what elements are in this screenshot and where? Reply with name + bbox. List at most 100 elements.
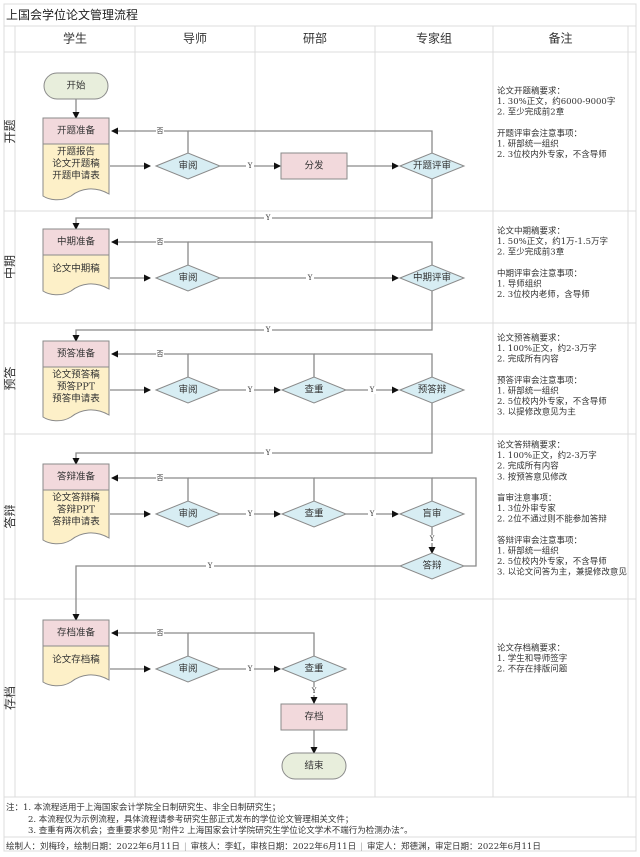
connector [72,565,400,621]
lane-label-4: 存档 [3,686,17,710]
remark-line: 2. 完成所有内容 [497,354,559,365]
edge-label-bg [156,127,164,135]
remark-line: 1. 100%正文，约2-3万字 [497,450,597,461]
decision-shape [154,376,222,404]
note-item: 1. 本流程适用于上海国家会计学院全日制研究生、非全日制研究生； [23,803,281,813]
prep-header [42,117,110,145]
lane-label-1: 中期 [2,255,17,279]
zhongqi-expert-decision: 中期评审 [398,264,466,292]
lane-label-0: 开题 [3,119,17,143]
edge-label: Y [247,665,253,673]
start-node: 开始 [43,72,109,100]
remark-line: 2. 3位校内老师，含导师 [497,289,590,300]
column-header-1: 导师 [183,32,207,46]
notes-prefix: 注： [6,803,24,813]
prep-header [42,340,110,368]
edge-label: 否 [157,474,164,482]
decision-shape [280,655,348,683]
remark-line: 2. 2位不通过则不能参加答辩 [497,514,607,525]
kaiti-expert-decision: 开题评审 [398,152,466,180]
edge-label-bg [156,629,164,637]
document-line: 答辩PPT [57,504,96,516]
node-label: 审阅 [178,272,197,284]
remark-line: 3. 以提修改意见为主 [497,407,576,418]
decision-shape [280,376,348,404]
kaiti-review-decision: 审阅 [154,152,222,180]
page-title: 上国会学位论文管理流程 [6,8,139,22]
edge-label: Y [369,510,375,518]
decision-shape [280,500,348,528]
remark-line: 1. 导师组织 [497,279,542,290]
yuda-check-decision: 查重 [280,376,348,404]
terminal-shape [43,72,109,100]
lane-label-2: 预答 [2,366,17,390]
remark-line: 2. 完成所有内容 [497,461,559,472]
dabian-review-decision: 审阅 [154,500,222,528]
remark-line: 1. 100%正文，约2-3万字 [497,343,597,354]
edge-label-bg [264,326,272,334]
separator: | [360,842,363,852]
connector [432,477,477,567]
edge-label: Y [369,386,375,394]
lane-label-text: 中期 [2,255,17,279]
node-label: 盲审 [422,508,441,520]
connector [111,238,189,265]
decision-shape [154,655,222,683]
lane-label-text: 开题 [3,119,17,143]
notes-section: 注：1. 本流程适用于上海国家会计学院全日制研究生、非全日制研究生； 2. 本流… [6,803,630,838]
edge-label: 否 [157,127,164,135]
remark-line: 2. 5位校内外专家，不含导师 [497,396,607,407]
document-line: 预答PPT [57,381,96,393]
remark-line: 论文中期稿要求： [497,226,565,237]
node-label: 开题评审 [413,160,451,172]
zhongqi-review-decision: 审阅 [154,264,222,292]
remark-line: 论文答辩稿要求： [497,440,565,451]
process-shape [280,703,348,731]
column-header-3: 专家组 [416,31,452,46]
document-line: 论文预答稿 [52,369,100,381]
connector [111,127,189,153]
connector [188,353,315,377]
edge-label: Y [247,510,253,518]
edge-label: Y [311,687,317,695]
remark-line: 2. 至少完成前2章 [497,107,565,118]
node-label: 审阅 [178,508,197,520]
remark-line: 2. 5位校内外专家，不含导师 [497,556,607,567]
edge-label-bg [156,474,164,482]
connector [188,130,433,153]
node-label: 审阅 [178,663,197,675]
edge-label-bg [246,386,254,394]
document-shape [42,645,110,687]
terminal-shape [281,752,347,780]
decision-shape [154,152,222,180]
swimlane-grid [3,3,637,852]
lane-label-text: 答辩 [2,504,17,528]
edge-label-bg [206,562,214,570]
decision-shape [398,552,466,580]
column-header-2: 研部 [303,31,327,46]
remark-line: 1. 研部统一组织 [497,139,559,150]
remark-line: 3. 按预答意见修改 [497,471,568,482]
decision-shape [398,376,466,404]
prep-label: 答辩准备 [57,471,96,483]
edge-label-bg [246,665,254,673]
decision-shape [398,500,466,528]
connector [314,477,433,501]
decision-shape [398,264,466,292]
connector [72,291,433,342]
edge-label: 否 [157,350,164,358]
lane-label-3: 答辩 [2,504,17,528]
outer-border [3,3,637,852]
connector [111,350,189,377]
node-label: 答辩 [422,560,442,572]
document-shape [42,489,110,545]
